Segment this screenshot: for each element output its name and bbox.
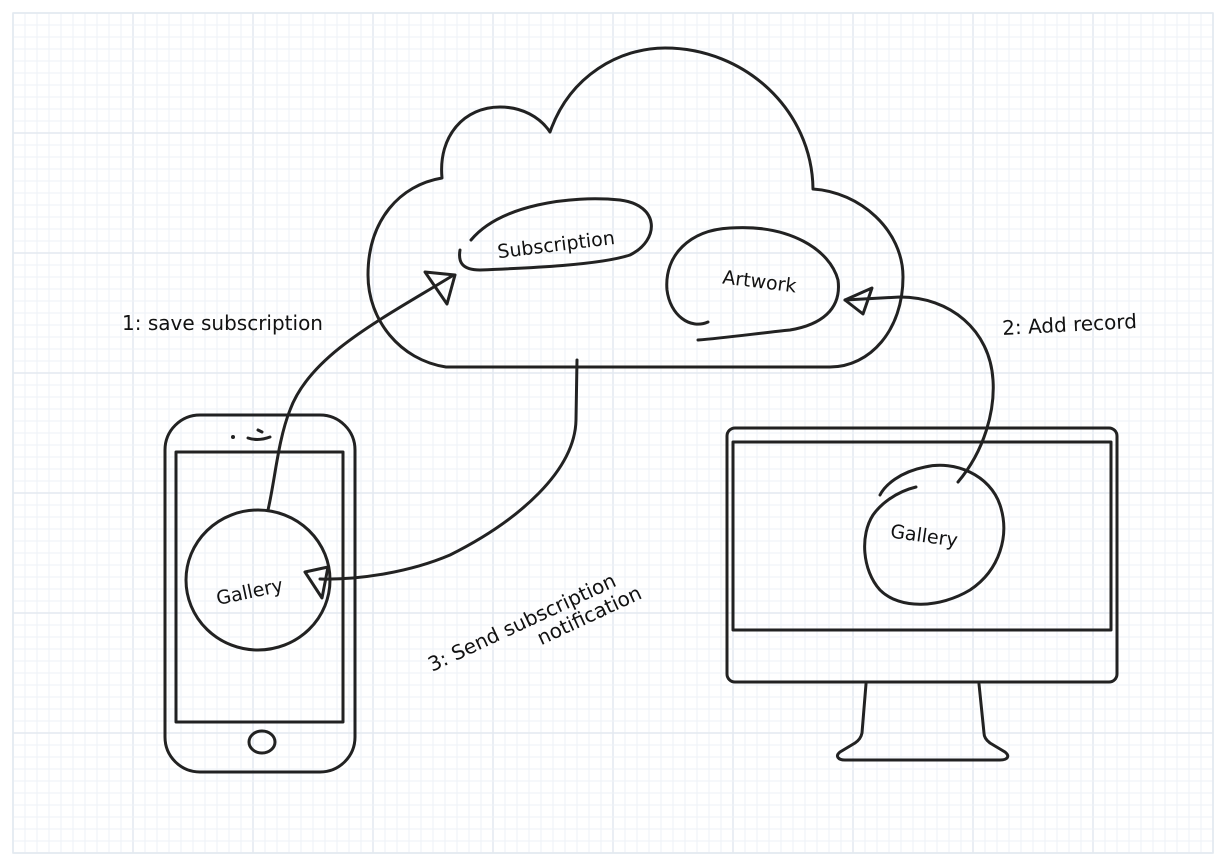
subscription-node-label: Subscription (496, 227, 616, 263)
arrow-step-1-line (266, 274, 454, 512)
grid-border (12, 12, 1214, 854)
desktop-device (725, 426, 1119, 762)
phone-gallery-node-label: Gallery (214, 574, 285, 610)
monitor-stand (836, 682, 1010, 762)
arrow-step-3-head (303, 565, 330, 600)
phone-speaker (246, 435, 272, 441)
cloud-shape[interactable] (366, 46, 905, 369)
arrow-step-2-line (843, 295, 995, 484)
arrow-step-3[interactable] (303, 358, 579, 600)
arrow-step-2[interactable] (843, 286, 995, 484)
phone-device (163, 413, 357, 774)
phone-home-button[interactable] (247, 729, 277, 755)
monitor-body (725, 426, 1119, 684)
monitor-screen (731, 440, 1113, 632)
phone-screen (174, 450, 345, 724)
arrow-step-2-head (843, 286, 874, 316)
arrow-step-1[interactable] (266, 270, 457, 512)
arrow-step-1-head (423, 270, 457, 306)
arrow-step-3-line (318, 358, 579, 581)
phone-sensor (256, 428, 264, 434)
desktop-gallery-node-outline[interactable] (863, 463, 1006, 606)
phone-camera-dot (231, 435, 235, 439)
step-1-label: 1: save subscription (122, 311, 323, 335)
background-grid (12, 12, 1214, 854)
phone-body (163, 413, 357, 774)
subscription-node-outline[interactable] (458, 197, 653, 272)
artwork-node-outline[interactable] (665, 226, 840, 342)
